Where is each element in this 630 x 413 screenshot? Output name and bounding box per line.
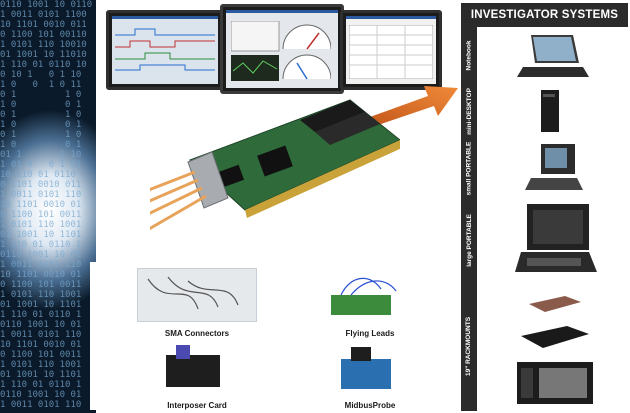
panel-category-strip (461, 27, 477, 411)
sma-cable-icon (147, 276, 239, 310)
mini-desktop-icon (541, 90, 559, 132)
gauge-icon (231, 21, 331, 81)
flying-leads-icon (331, 277, 397, 315)
rackmount-1u-icon (529, 296, 581, 312)
accessory-label: Interposer Card (167, 401, 227, 410)
large-portable-label: large PORTABLE (465, 213, 473, 267)
small-portable-label: small PORTABLE (465, 141, 473, 195)
mini-desktop-label: mini-DESKTOP (465, 87, 473, 135)
probe-accessories: SMA Connectors Flying Leads Interposer C… (90, 262, 448, 410)
pcie-analyzer-card (150, 99, 400, 231)
small-portable-icon (525, 144, 583, 190)
accessory-interposer-card: Interposer Card (137, 340, 257, 410)
rackmounts-label: 19" RACKMOUNTS (465, 316, 473, 377)
table-icon (349, 25, 433, 79)
section-mini-desktop (477, 84, 628, 139)
binary-tunnel-graphic: 0110 1001 10 0110 1 0011 0101 1100 10 11… (0, 0, 96, 413)
section-rackmounts (477, 282, 628, 411)
large-portable-icon (515, 204, 597, 272)
interposer-card-icon (166, 345, 220, 387)
panel-title: INVESTIGATOR SYSTEMS (461, 3, 628, 27)
section-small-portable (477, 138, 628, 199)
right-screen (340, 10, 442, 90)
left-screen (106, 10, 224, 90)
accessory-midbus-probe: MidbusProbe (310, 340, 430, 410)
rackmount-4u-icon (517, 362, 593, 404)
accessory-label: MidbusProbe (344, 401, 396, 410)
section-large-portable (477, 198, 628, 283)
midbus-probe-icon (341, 347, 391, 389)
center-screen (220, 4, 344, 94)
accessory-label: Flying Leads (345, 329, 395, 338)
section-notebook (477, 27, 628, 85)
multi-screen-analyzer-display (98, 2, 458, 94)
rackmount-2u-icon (521, 326, 589, 348)
accessory-flying-leads: Flying Leads (310, 268, 430, 338)
waveform-icon (115, 28, 215, 71)
notebook-icon (517, 35, 589, 77)
notebook-label: Notebook (465, 40, 473, 71)
accessory-label: SMA Connectors (164, 329, 230, 338)
accessory-sma-connectors: SMA Connectors (137, 268, 257, 338)
